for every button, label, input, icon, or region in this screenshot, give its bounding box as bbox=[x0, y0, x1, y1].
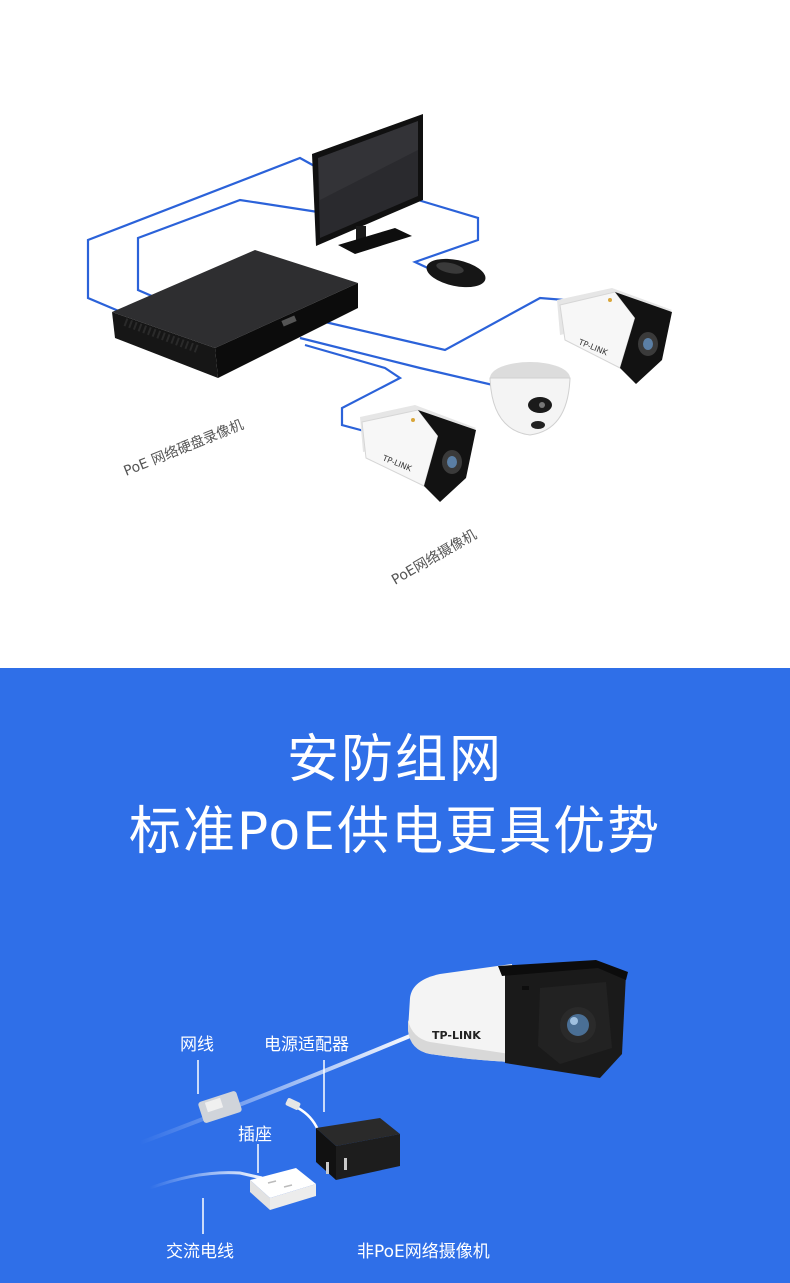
label-ac-cable: 交流电线 bbox=[166, 1242, 234, 1262]
dc-plug bbox=[285, 1098, 301, 1110]
label-network-cable: 网线 bbox=[180, 1035, 214, 1055]
ac-power-cable bbox=[149, 1171, 263, 1190]
camera-label: PoE网络摄像机 bbox=[389, 527, 480, 589]
cable-nvr-bullet-camera-right bbox=[324, 296, 566, 352]
diagram-svg: TP-LINK TP-LINK PoE 网络硬盘录像机 bbox=[86, 114, 672, 589]
wall-socket bbox=[250, 1168, 316, 1210]
adapter-cable bbox=[297, 1106, 320, 1131]
cable-nvr-bullet-camera-left bbox=[304, 343, 403, 434]
banner-title-line1: 安防组网 bbox=[286, 730, 503, 790]
banner-title-line2: 标准PoE供电更具优势 bbox=[128, 802, 662, 862]
bullet-camera-right: TP-LINK bbox=[557, 288, 672, 384]
dome-camera bbox=[489, 362, 571, 436]
camera-illustration-svg: TP-LINK bbox=[139, 960, 628, 1234]
camera-brand-text: TP-LINK bbox=[432, 1029, 481, 1042]
network-cables bbox=[86, 156, 566, 434]
poe-network-diagram: TP-LINK TP-LINK PoE 网络硬盘录像机 bbox=[86, 114, 672, 589]
network-cable bbox=[139, 1034, 411, 1145]
cable-nvr-monitor-b bbox=[136, 198, 319, 308]
monitor bbox=[312, 114, 423, 254]
bullet-camera-left: TP-LINK bbox=[360, 405, 476, 502]
poe-advantage-banner: 安防组网 标准PoE供电更具优势 bbox=[0, 668, 790, 1283]
cable-nvr-dome-camera bbox=[299, 336, 494, 387]
nvr-label: PoE 网络硬盘录像机 bbox=[121, 416, 246, 480]
mouse-highlight bbox=[436, 262, 464, 274]
power-adapter bbox=[316, 1118, 400, 1180]
rj45-connector bbox=[198, 1091, 242, 1123]
label-power-adapter: 电源适配器 bbox=[264, 1035, 349, 1055]
label-socket: 插座 bbox=[238, 1125, 272, 1145]
callout-lines bbox=[197, 1060, 325, 1234]
bullet-camera: TP-LINK bbox=[408, 960, 628, 1078]
cable-monitor-mouse bbox=[412, 198, 480, 271]
cable-nvr-monitor-a bbox=[86, 156, 319, 322]
nvr-recorder bbox=[112, 250, 358, 378]
label-non-poe-camera: 非PoE网络摄像机 bbox=[357, 1242, 490, 1262]
